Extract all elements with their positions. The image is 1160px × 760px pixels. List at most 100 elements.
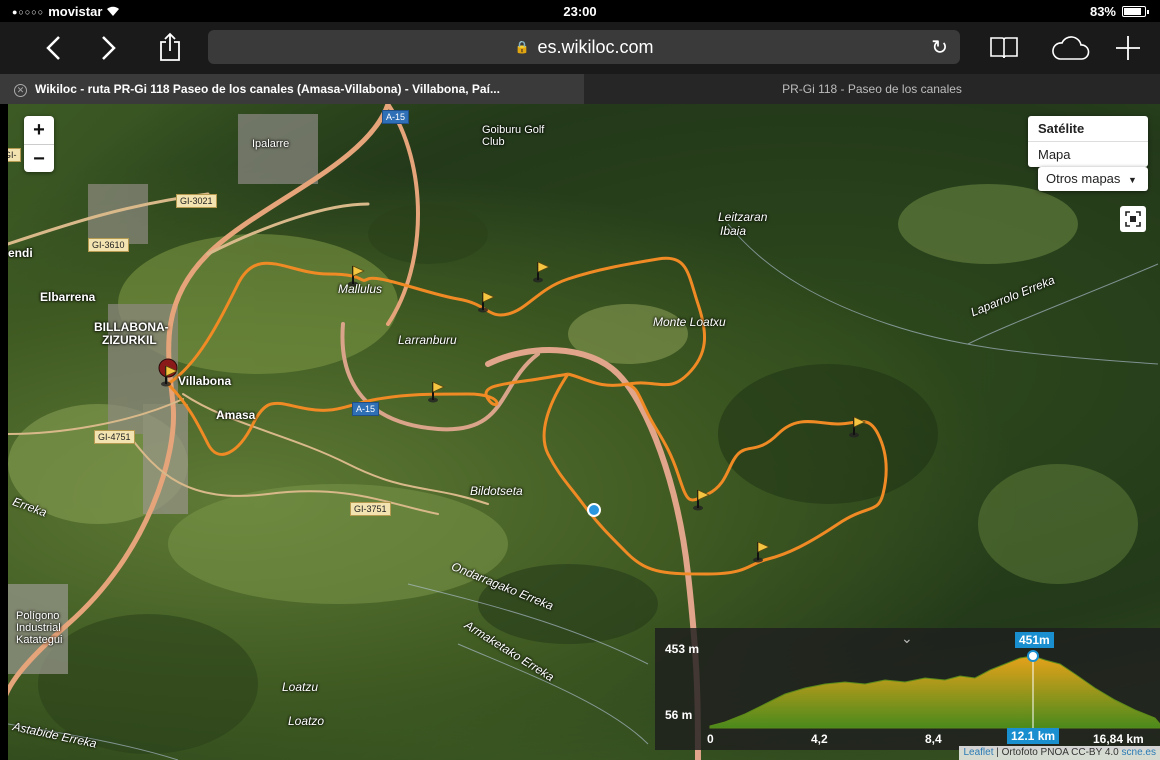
layer-map-option[interactable]: Mapa [1028,141,1148,167]
map-label: Larranburu [398,333,457,347]
map-label: Loatzu [282,680,319,694]
waypoint-flag[interactable] [848,416,866,439]
layer-switcher: Satélite Mapa [1028,116,1148,167]
map-label: endi [8,246,33,260]
signal-icon: ●○○○○ [12,6,45,17]
new-tab-button[interactable] [1108,30,1148,66]
address-bar[interactable]: 🔒 es.wikiloc.com ↻ [208,30,960,64]
map-label: Bildotseta [470,484,523,498]
x-tick-label: 0 [707,732,714,746]
road-sign: GI-4751 [94,430,135,444]
close-tab-icon[interactable]: ✕ [14,84,27,97]
zoom-out-button[interactable]: − [24,144,54,172]
waypoint-flag[interactable] [427,381,445,404]
map-label: Club [482,136,505,148]
waypoint-layer [158,261,866,564]
other-maps-dropdown[interactable]: Otros mapas ▼ [1038,167,1148,191]
zoom-in-button[interactable]: + [33,119,45,141]
fullscreen-button[interactable] [1120,206,1146,232]
elevation-chart [709,650,1160,729]
caret-down-icon: ▼ [1128,175,1137,185]
map-label: Industrial [16,622,61,634]
elevation-min-label: 56 m [665,708,693,722]
cloud-tabs-button[interactable] [1046,30,1094,66]
share-button[interactable] [150,30,190,66]
book-icon [990,37,1018,59]
elevation-area [709,655,1160,729]
waypoint-flag[interactable] [692,489,710,512]
tab-wikiloc-route[interactable]: ✕ Wikiloc - ruta PR-Gi 118 Paseo de los c… [0,74,584,104]
map-attribution: Leaflet | Ortofoto PNOA CC-BY 4.0 scne.e… [959,746,1160,760]
map-label: Katategui [16,634,63,646]
x-tick-label: 8,4 [925,732,942,746]
elevation-cursor-dot[interactable] [1027,650,1039,662]
road-sign: GI-3751 [350,502,391,516]
route-track [166,256,888,576]
chevron-right-icon [102,36,116,60]
fullscreen-icon [1125,211,1141,227]
back-button[interactable] [34,30,74,66]
map-label: Amasa [216,408,256,422]
cursor-elevation-badge: 451m [1015,632,1054,648]
map-label: Loatzo [288,714,325,728]
elevation-max-label: 453 m [665,642,700,656]
attribution-text: | Ortofoto PNOA CC-BY 4.0 [993,747,1122,758]
tab-label: PR-Gi 118 - Paseo de los canales [782,82,962,96]
waypoint-flag[interactable] [752,541,770,564]
carrier-label: movistar [48,4,103,19]
browser-toolbar: 🔒 es.wikiloc.com ↻ [0,22,1160,74]
x-tick-label: 16,84 km [1093,732,1144,746]
scne-link[interactable]: scne.es [1121,747,1156,758]
map-base-layer [8,104,1159,760]
battery-fill [1124,8,1141,15]
layer-satellite-option[interactable]: Satélite [1038,121,1085,136]
bookmarks-button[interactable] [984,30,1024,66]
current-position-marker[interactable] [587,503,601,517]
map-label: Ibaia [720,224,747,238]
battery-icon [1122,6,1149,17]
elevation-profile-panel[interactable]: ⌄ 453 m 56 m 451m 12.1 km 0 4,2 8,4 16,8… [655,628,1160,750]
road-sign: A-15 [382,110,410,124]
cloud-icon [1052,36,1090,60]
tab-pr-gi-118[interactable]: PR-Gi 118 - Paseo de los canales [584,74,1160,104]
url-text: es.wikiloc.com [537,36,654,57]
map-label: Monte Loatxu [653,315,726,329]
map-label: Polígono [16,610,60,622]
collapse-chevron-icon[interactable]: ⌄ [901,630,913,646]
lock-icon: 🔒 [514,40,530,54]
x-tick-label: 4,2 [811,732,828,746]
streams [8,223,1159,760]
road-sign: GI- [8,148,21,162]
map-label: Ipalarre [252,138,290,150]
tab-label: Wikiloc - ruta PR-Gi 118 Paseo de los ca… [35,82,500,96]
clock: 23:00 [563,4,597,19]
road-sign: A-15 [352,402,380,416]
leaflet-link[interactable]: Leaflet [963,747,994,758]
waypoint-flag[interactable] [477,291,495,314]
map-label: Leitzaran [718,210,768,224]
map-label: ZIZURKIL [102,333,157,347]
town-area [8,114,318,674]
plus-icon [1116,36,1140,60]
map-view[interactable]: Goiburu Golf Club Ipalarre Leitzaran Iba… [8,104,1160,760]
other-maps-label: Otros mapas [1046,171,1121,186]
forward-button[interactable] [88,30,128,66]
map-label: Mallulus [338,282,383,296]
battery-percent: 83% [1089,4,1116,19]
map-label: Goiburu Golf [482,124,545,136]
map-label: Villabona [178,374,232,388]
wifi-icon [107,6,120,16]
road-sign: GI-3610 [88,238,129,252]
zoom-control: + − [24,116,54,172]
reload-icon[interactable]: ↻ [931,37,948,59]
status-bar: ●○○○○ movistar 23:00 83% [0,0,1160,22]
share-icon [160,32,180,61]
terrain-patches [8,184,1138,754]
waypoint-flag[interactable] [532,261,550,284]
tab-bar: ✕ Wikiloc - ruta PR-Gi 118 Paseo de los c… [0,74,1160,104]
chevron-left-icon [46,36,60,60]
map-label: BILLABONA- [94,320,169,334]
start-marker[interactable] [158,358,178,388]
cursor-distance-badge: 12.1 km [1007,728,1060,744]
map-label: Elbarrena [40,290,96,304]
